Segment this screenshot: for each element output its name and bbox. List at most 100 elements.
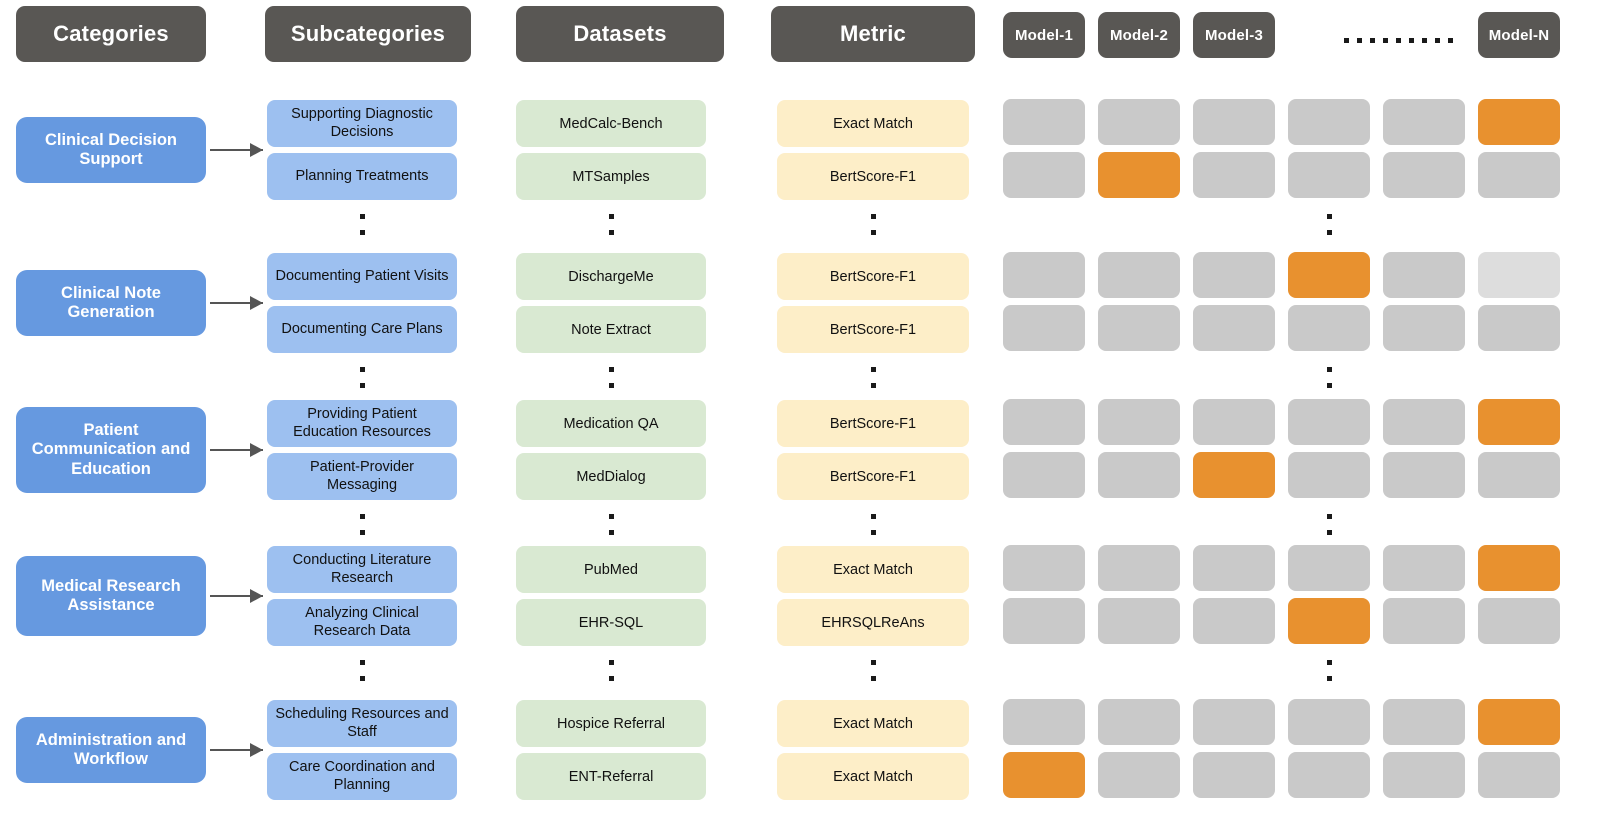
metric-box[interactable]: EHRSQLReAns: [777, 599, 969, 646]
dataset-box[interactable]: ENT-Referral: [516, 753, 706, 800]
score-cell[interactable]: [1003, 598, 1085, 644]
subcategory-box[interactable]: Care Coordination and Planning: [267, 753, 457, 800]
score-cell[interactable]: [1478, 452, 1560, 498]
metric-box[interactable]: Exact Match: [777, 753, 969, 800]
score-cell[interactable]: [1098, 545, 1180, 591]
score-cell[interactable]: [1003, 752, 1085, 798]
subcategory-box[interactable]: Supporting Diagnostic Decisions: [267, 100, 457, 147]
score-cell[interactable]: [1003, 305, 1085, 351]
score-cell[interactable]: [1288, 252, 1370, 298]
dataset-box[interactable]: Note Extract: [516, 306, 706, 353]
score-cell[interactable]: [1098, 305, 1180, 351]
score-cell[interactable]: [1003, 699, 1085, 745]
score-cell[interactable]: [1383, 99, 1465, 145]
score-cell[interactable]: [1193, 99, 1275, 145]
score-cell[interactable]: [1193, 252, 1275, 298]
dataset-box[interactable]: MedDialog: [516, 453, 706, 500]
score-cell[interactable]: [1383, 152, 1465, 198]
score-cell[interactable]: [1288, 305, 1370, 351]
subcategory-box[interactable]: Documenting Care Plans: [267, 306, 457, 353]
score-cell[interactable]: [1288, 399, 1370, 445]
dataset-box[interactable]: PubMed: [516, 546, 706, 593]
category-box[interactable]: Administration and Workflow: [16, 717, 206, 783]
category-box[interactable]: Patient Communication and Education: [16, 407, 206, 493]
subcategory-box[interactable]: Planning Treatments: [267, 153, 457, 200]
dataset-box[interactable]: Hospice Referral: [516, 700, 706, 747]
score-cell[interactable]: [1478, 152, 1560, 198]
score-cell[interactable]: [1098, 152, 1180, 198]
score-cell[interactable]: [1288, 752, 1370, 798]
metric-box[interactable]: Exact Match: [777, 100, 969, 147]
score-cell[interactable]: [1003, 99, 1085, 145]
score-cell[interactable]: [1383, 545, 1465, 591]
score-cell[interactable]: [1288, 545, 1370, 591]
score-cell[interactable]: [1288, 699, 1370, 745]
subcategory-box[interactable]: Patient-Provider Messaging: [267, 453, 457, 500]
score-cell[interactable]: [1003, 399, 1085, 445]
score-cell[interactable]: [1098, 252, 1180, 298]
dataset-box[interactable]: MedCalc-Bench: [516, 100, 706, 147]
score-cell[interactable]: [1098, 452, 1180, 498]
metric-box[interactable]: BertScore-F1: [777, 306, 969, 353]
subcategory-box[interactable]: Scheduling Resources and Staff: [267, 700, 457, 747]
metric-box[interactable]: BertScore-F1: [777, 253, 969, 300]
category-box[interactable]: Clinical Note Generation: [16, 270, 206, 336]
score-cell[interactable]: [1288, 598, 1370, 644]
score-cell[interactable]: [1003, 152, 1085, 198]
header-model-1: Model-1: [1003, 12, 1085, 58]
subcategory-box[interactable]: Analyzing Clinical Research Data: [267, 599, 457, 646]
score-cell[interactable]: [1478, 752, 1560, 798]
subcategory-box[interactable]: Providing Patient Education Resources: [267, 400, 457, 447]
score-cell[interactable]: [1288, 452, 1370, 498]
score-cell[interactable]: [1193, 399, 1275, 445]
score-cell[interactable]: [1478, 699, 1560, 745]
score-cell[interactable]: [1193, 305, 1275, 351]
metric-box[interactable]: BertScore-F1: [777, 153, 969, 200]
score-cell[interactable]: [1193, 452, 1275, 498]
vertical-ellipsis: [871, 660, 877, 692]
category-box[interactable]: Medical Research Assistance: [16, 556, 206, 636]
score-cell[interactable]: [1288, 99, 1370, 145]
score-cell[interactable]: [1383, 305, 1465, 351]
dataset-box[interactable]: MTSamples: [516, 153, 706, 200]
subcategory-box[interactable]: Conducting Literature Research: [267, 546, 457, 593]
score-cell[interactable]: [1288, 152, 1370, 198]
score-cell[interactable]: [1383, 399, 1465, 445]
vertical-ellipsis: [360, 367, 366, 399]
score-cell[interactable]: [1003, 545, 1085, 591]
dataset-box[interactable]: EHR-SQL: [516, 599, 706, 646]
metric-box[interactable]: BertScore-F1: [777, 453, 969, 500]
score-cell[interactable]: [1383, 752, 1465, 798]
score-cell[interactable]: [1098, 99, 1180, 145]
score-cell[interactable]: [1003, 252, 1085, 298]
score-cell[interactable]: [1098, 752, 1180, 798]
score-cell[interactable]: [1478, 598, 1560, 644]
score-cell[interactable]: [1383, 598, 1465, 644]
metric-box[interactable]: BertScore-F1: [777, 400, 969, 447]
score-cell[interactable]: [1193, 752, 1275, 798]
score-cell[interactable]: [1383, 252, 1465, 298]
score-cell[interactable]: [1478, 99, 1560, 145]
metric-box[interactable]: Exact Match: [777, 546, 969, 593]
score-cell[interactable]: [1478, 545, 1560, 591]
subcategory-box[interactable]: Documenting Patient Visits: [267, 253, 457, 300]
dataset-box[interactable]: DischargeMe: [516, 253, 706, 300]
score-cell[interactable]: [1098, 598, 1180, 644]
score-cell[interactable]: [1478, 305, 1560, 351]
score-cell[interactable]: [1478, 399, 1560, 445]
score-cell[interactable]: [1478, 252, 1560, 298]
score-cell[interactable]: [1193, 699, 1275, 745]
category-box[interactable]: Clinical Decision Support: [16, 117, 206, 183]
dataset-box[interactable]: Medication QA: [516, 400, 706, 447]
score-cell[interactable]: [1193, 152, 1275, 198]
score-cell[interactable]: [1098, 699, 1180, 745]
header-subcategories: Subcategories: [265, 6, 471, 62]
score-cell[interactable]: [1193, 545, 1275, 591]
score-cell[interactable]: [1193, 598, 1275, 644]
score-cell[interactable]: [1003, 452, 1085, 498]
vertical-ellipsis: [360, 514, 366, 546]
metric-box[interactable]: Exact Match: [777, 700, 969, 747]
score-cell[interactable]: [1098, 399, 1180, 445]
score-cell[interactable]: [1383, 699, 1465, 745]
score-cell[interactable]: [1383, 452, 1465, 498]
